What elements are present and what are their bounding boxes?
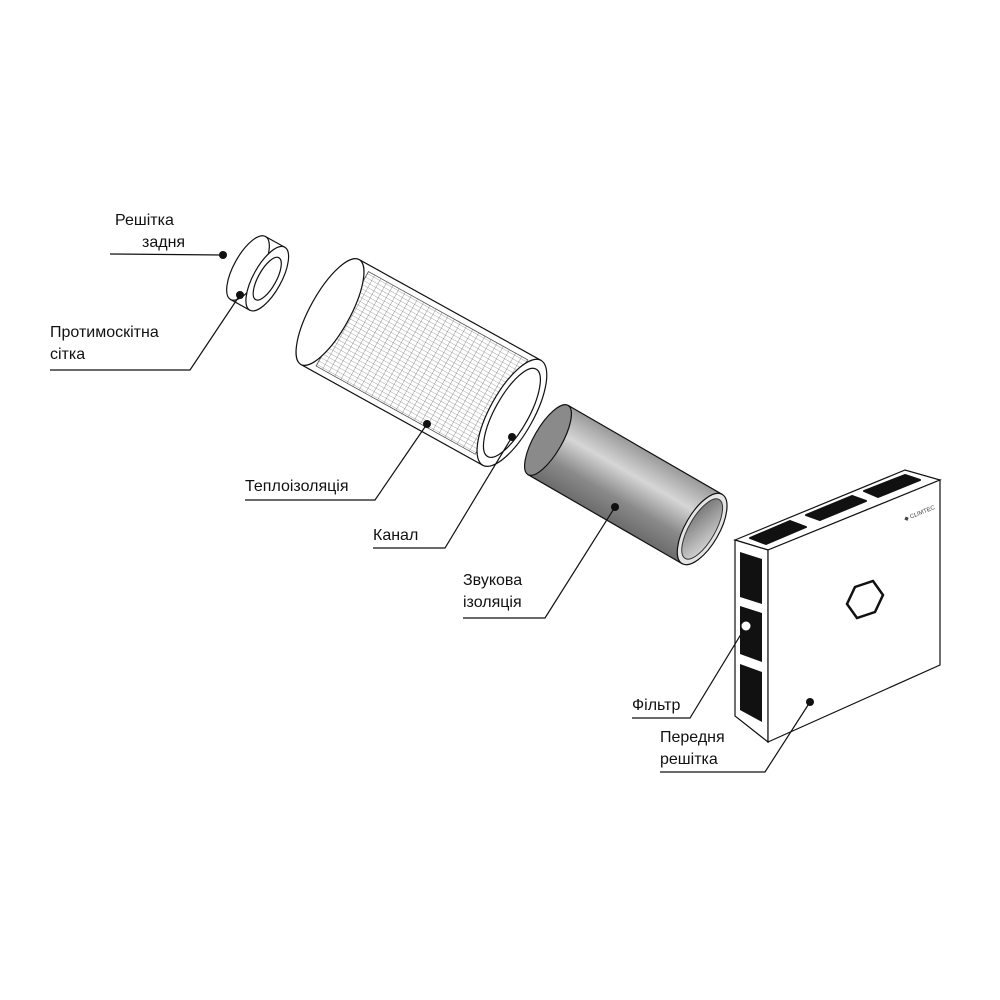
front-grille: ◆ CLIMTEC [733,469,942,744]
rear-grille [226,235,290,312]
label-mosquito-net: Протимоскітна сітка [50,322,159,366]
filter-slot [740,552,762,604]
channel [482,367,541,458]
filter-slot [740,664,762,722]
label-line: ізоляція [463,594,522,611]
filter [740,606,762,662]
label-channel: Канал [373,527,419,544]
label-thermal-insulation: Теплоізоляція [245,478,349,495]
label-filter: Фільтр [632,697,681,714]
label-line: Звукова [463,572,523,589]
thermal-insulation [295,258,548,467]
label-line: сітка [50,346,86,363]
hexagon-knob [845,579,885,620]
label-sound-insulation: Звукова ізоляція [463,570,522,614]
label-line: Протимоскітна [50,324,159,341]
label-line: Передня [660,729,725,746]
leader-dots [219,251,814,706]
sound-insulation-tube [524,404,728,566]
label-front-grille: Передня решітка [660,727,725,771]
label-line: Решітка [115,212,174,229]
label-line: решітка [660,751,718,768]
leader-lines [50,253,811,773]
label-line: задня [142,234,186,251]
label-rear-grille: Решітка задня [115,210,185,254]
